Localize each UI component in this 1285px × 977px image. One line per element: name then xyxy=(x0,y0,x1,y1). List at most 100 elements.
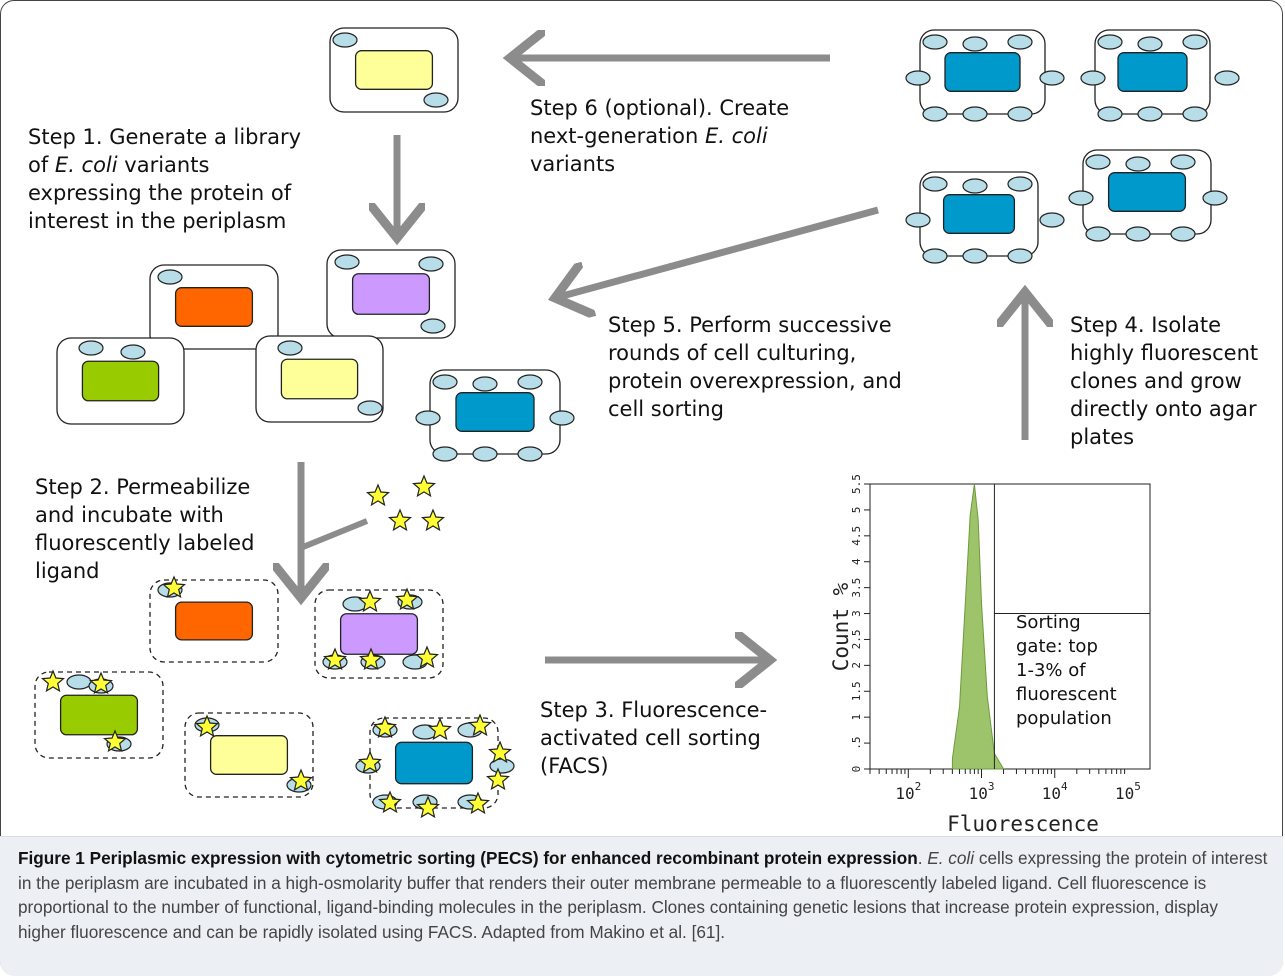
periplasmic-protein xyxy=(1007,248,1033,264)
periplasmic-protein xyxy=(1007,176,1033,192)
y-tick-label: .5 xyxy=(850,736,863,749)
ligand-star xyxy=(322,647,348,671)
expressed-protein xyxy=(81,360,160,402)
histogram-distribution xyxy=(951,483,1005,770)
periplasmic-protein xyxy=(120,344,146,360)
x-axis-label: Fluorescence xyxy=(947,812,1099,836)
periplasmic-protein xyxy=(420,318,446,334)
periplasmic-protein xyxy=(1039,212,1065,228)
y-tick-label: 3.5 xyxy=(850,578,863,598)
y-tick-label: 4.5 xyxy=(850,526,863,546)
periplasmic-protein xyxy=(78,340,104,356)
periplasmic-protein xyxy=(1085,154,1111,170)
periplasmic-protein xyxy=(423,92,449,108)
periplasmic-protein xyxy=(1039,70,1065,86)
periplasmic-protein xyxy=(1170,154,1196,170)
cell-template xyxy=(329,27,459,113)
expressed-protein xyxy=(59,694,139,736)
periplasmic-protein xyxy=(334,254,360,270)
ligand-star xyxy=(377,790,403,814)
ligand-star xyxy=(387,508,413,532)
library-cell xyxy=(255,335,384,423)
expressed-protein xyxy=(351,273,431,315)
labeled-cell xyxy=(355,713,515,819)
periplasmic-protein xyxy=(905,70,931,86)
periplasmic-protein xyxy=(1007,106,1033,122)
figure-caption: Figure 1 Periplasmic expression with cyt… xyxy=(18,848,1268,942)
ligand-star xyxy=(40,669,66,693)
periplasmic-protein xyxy=(1170,226,1196,242)
periplasmic-protein xyxy=(1182,34,1208,50)
periplasmic-protein xyxy=(962,248,988,264)
labeled-cell xyxy=(314,587,444,679)
caption-title: Figure 1 Periplasmic expression with cyt… xyxy=(18,848,918,868)
ligand-star xyxy=(415,795,441,819)
periplasmic-protein xyxy=(922,106,948,122)
x-tick-label: 103 xyxy=(969,780,995,803)
periplasmic-protein xyxy=(357,400,383,416)
periplasmic-protein xyxy=(277,340,303,356)
ligand-star xyxy=(465,791,491,815)
selected-cell xyxy=(1080,29,1240,122)
labeled-cell xyxy=(34,669,164,759)
periplasmic-protein xyxy=(1137,36,1163,52)
periplasmic-protein xyxy=(1097,106,1123,122)
y-tick-label: 1 xyxy=(850,714,863,721)
periplasmic-protein xyxy=(472,376,498,392)
library-cell xyxy=(56,337,185,425)
ligand-star xyxy=(357,750,383,774)
ligand-star xyxy=(358,647,384,671)
periplasmic-protein xyxy=(432,446,458,462)
ligand-star xyxy=(365,483,391,507)
periplasmic-protein xyxy=(962,36,988,52)
periplasmic-protein xyxy=(432,374,458,390)
y-tick-label: 5.5 xyxy=(850,474,863,494)
periplasmic-protein xyxy=(1137,106,1163,122)
periplasmic-protein xyxy=(1007,34,1033,50)
ligand-star xyxy=(194,714,220,738)
y-tick-label: 5 xyxy=(850,507,863,514)
periplasmic-protein xyxy=(922,34,948,50)
ligand-star xyxy=(411,474,437,498)
x-tick-label: 102 xyxy=(895,780,921,803)
periplasmic-protein xyxy=(1214,70,1240,86)
periplasmic-protein xyxy=(1068,190,1094,206)
expressed-protein xyxy=(942,194,1016,234)
periplasmic-protein xyxy=(418,256,444,272)
step4-label: Step 4. Isolate highly fluorescent clone… xyxy=(1070,313,1259,449)
periplasmic-protein xyxy=(1125,226,1151,242)
x-axis-ticks: 102 103 104 105 xyxy=(869,769,1141,803)
arrow-step5 xyxy=(555,206,879,298)
caption-background xyxy=(0,836,1283,976)
expressed-protein xyxy=(354,50,434,90)
ligand-star xyxy=(161,575,187,599)
ligand-star xyxy=(467,713,493,737)
periplasmic-protein xyxy=(517,446,543,462)
ligand-star xyxy=(414,645,440,669)
ligand-star xyxy=(485,767,511,791)
x-tick-label: 104 xyxy=(1042,780,1068,803)
periplasmic-protein xyxy=(962,106,988,122)
histogram-plot-area xyxy=(869,483,1151,770)
y-tick-label: 2.5 xyxy=(850,630,863,650)
periplasmic-protein xyxy=(962,178,988,194)
expressed-protein xyxy=(174,601,254,641)
y-tick-label: 2 xyxy=(850,662,863,669)
step3-label: Step 3. Fluorescence- activated cell sor… xyxy=(540,698,768,778)
expressed-protein xyxy=(394,741,474,785)
periplasmic-protein xyxy=(922,248,948,264)
y-tick-label: 0 xyxy=(850,766,863,773)
x-tick-label: 105 xyxy=(1115,780,1141,803)
ligand-star xyxy=(88,671,114,695)
periplasmic-protein xyxy=(472,446,498,462)
expressed-protein xyxy=(339,613,419,655)
periplasmic-protein xyxy=(332,32,358,48)
labeled-cell xyxy=(184,712,314,798)
free-ligand-stars xyxy=(365,474,446,532)
periplasmic-protein xyxy=(1085,226,1111,242)
ligand-star xyxy=(487,740,513,764)
y-axis-label: Count % xyxy=(829,582,853,671)
ligand-star xyxy=(102,729,128,753)
